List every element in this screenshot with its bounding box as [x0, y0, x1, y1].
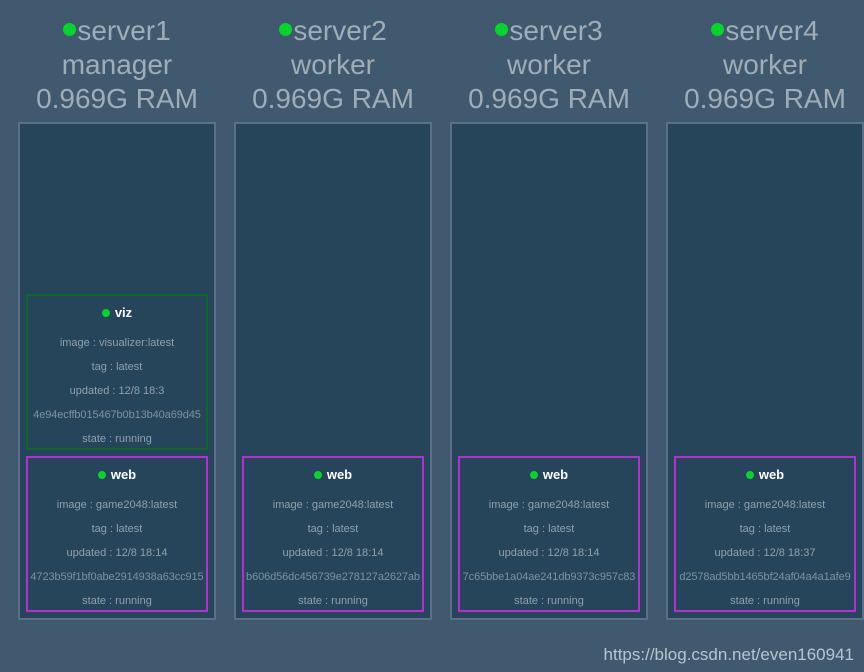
node-title: server2: [234, 14, 432, 48]
node-ram: 0.969G RAM: [36, 83, 198, 114]
green-dot-icon: [97, 470, 106, 479]
task-tag: tag : latest: [307, 523, 359, 535]
task-image: image : game2048:latest: [704, 499, 826, 511]
green-dot-icon: [63, 23, 77, 37]
task-tag: tag : latest: [739, 523, 791, 535]
task-state: state : running: [730, 595, 800, 607]
node-name: server3: [509, 15, 603, 46]
task-updated: updated : 12/8 18:3: [69, 385, 165, 397]
node-body: web image : game2048:latest tag : latest up…: [450, 122, 648, 620]
node-role: manager: [61, 49, 173, 80]
node-body: viz image : visualizer:latest tag : latest…: [18, 122, 216, 620]
task-state: state : running: [82, 433, 152, 445]
task-updated: updated : 12/8 18:37: [714, 547, 816, 559]
node-title: server1: [18, 14, 216, 48]
node-name: server4: [725, 15, 819, 46]
task-updated: updated : 12/8 18:14: [498, 547, 600, 559]
task-image: image : game2048:latest: [272, 499, 394, 511]
node-role: worker: [290, 49, 375, 80]
task-tag: tag : latest: [91, 361, 143, 373]
task-hash: 4e94ecffb015467b0b13b40a69d45: [33, 409, 201, 421]
task-tag: tag : latest: [523, 523, 575, 535]
task-name: web: [326, 467, 353, 482]
green-dot-icon: [711, 23, 725, 37]
task-image: image : game2048:latest: [488, 499, 610, 511]
node-body: web image : game2048:latest tag : latest up…: [666, 122, 864, 620]
task-card[interactable]: web image : game2048:latest tag : latest up…: [458, 456, 640, 612]
green-dot-icon: [745, 470, 754, 479]
task-card[interactable]: viz image : visualizer:latest tag : latest…: [26, 294, 208, 450]
task-name: web: [542, 467, 569, 482]
task-name: viz: [114, 305, 133, 320]
task-name: web: [758, 467, 785, 482]
node-title: server4: [666, 14, 864, 48]
green-dot-icon: [101, 308, 110, 317]
task-title: web: [460, 466, 638, 484]
task-name: web: [110, 467, 137, 482]
task-tag: tag : latest: [91, 523, 143, 535]
task-hash: b606d56dc456739e278127a2627ab: [246, 571, 420, 583]
green-dot-icon: [529, 470, 538, 479]
task-hash: d2578ad5bb1465bf24af04a4a1afe9: [679, 571, 851, 583]
node-name: server2: [293, 15, 387, 46]
node-title: server3: [450, 14, 648, 48]
node-role: worker: [722, 49, 807, 80]
node-body: web image : game2048:latest tag : latest up…: [234, 122, 432, 620]
watermark-text: https://blog.csdn.net/even160941: [603, 645, 854, 664]
green-dot-icon: [495, 23, 509, 37]
node-ram: 0.969G RAM: [252, 83, 414, 114]
task-hash: 4723b59f1bf0abe2914938a63cc915: [30, 571, 204, 583]
task-image: image : visualizer:latest: [59, 337, 175, 349]
task-updated: updated : 12/8 18:14: [66, 547, 168, 559]
node-ram: 0.969G RAM: [684, 83, 846, 114]
task-title: web: [28, 466, 206, 484]
task-title: web: [676, 466, 854, 484]
task-card[interactable]: web image : game2048:latest tag : latest up…: [26, 456, 208, 612]
task-title: viz: [28, 304, 206, 322]
green-dot-icon: [279, 23, 293, 37]
task-state: state : running: [82, 595, 152, 607]
node-name: server1: [77, 15, 171, 46]
task-title: web: [244, 466, 422, 484]
node-role: worker: [506, 49, 591, 80]
green-dot-icon: [313, 470, 322, 479]
task-state: state : running: [298, 595, 368, 607]
task-updated: updated : 12/8 18:14: [282, 547, 384, 559]
task-image: image : game2048:latest: [56, 499, 178, 511]
task-state: state : running: [514, 595, 584, 607]
task-hash: 7c65bbe1a04ae241db9373c957c83: [462, 571, 636, 583]
node-ram: 0.969G RAM: [468, 83, 630, 114]
task-card[interactable]: web image : game2048:latest tag : latest up…: [242, 456, 424, 612]
task-card[interactable]: web image : game2048:latest tag : latest up…: [674, 456, 856, 612]
